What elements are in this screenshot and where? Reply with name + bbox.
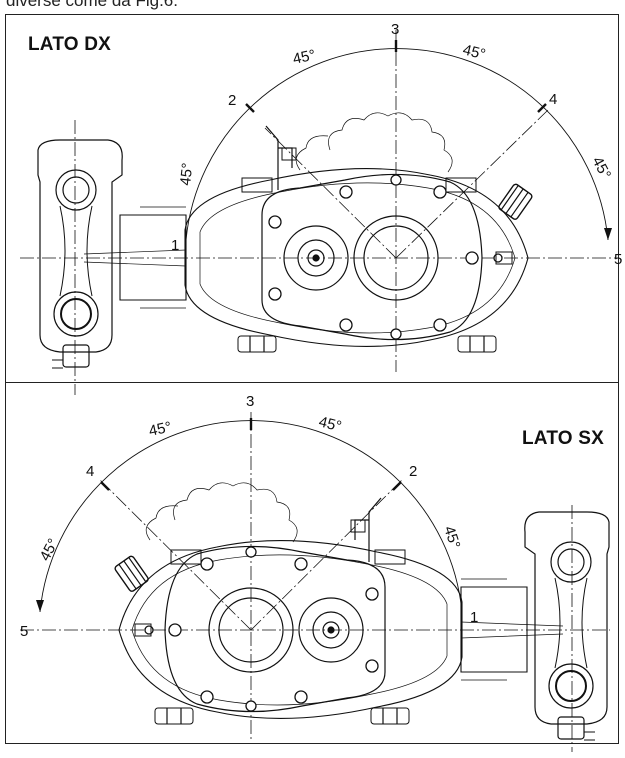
angle-label: 45° [317, 413, 343, 435]
bolt-group [268, 174, 503, 340]
gearbox-plate [164, 545, 386, 713]
position-2-label: 2 [409, 463, 417, 480]
manifold-head [37, 139, 123, 353]
panel-divider [5, 382, 619, 383]
panel-lato-sx [20, 412, 610, 752]
manifold-head [524, 511, 610, 725]
shaft-large-outer [208, 587, 294, 673]
panel-lato-dx [20, 30, 618, 395]
panel-label-lato-sx: LATO SX [522, 428, 604, 449]
position-1-label: 1 [470, 609, 478, 626]
position-5-label: 5 [614, 251, 622, 268]
angle-label: 45° [291, 47, 317, 68]
position-4-label: 4 [86, 463, 94, 480]
shaft-small-outer [283, 225, 349, 291]
figure-frame [5, 14, 619, 744]
caption-fragment: diverse come da Fig.6. [6, 0, 178, 10]
angle-label: 45° [440, 524, 463, 551]
angle-label: 45° [461, 41, 487, 63]
position-2-label: 2 [228, 92, 236, 109]
shaft-large-outer [353, 215, 439, 301]
position-1-label: 1 [171, 237, 179, 254]
shaft-small-outer [298, 597, 364, 663]
angle-label: 45° [177, 162, 196, 186]
bolt-group [144, 546, 379, 712]
panel-lato-sx-labels: 3 4 2 1 5 45° 45° 45° 45° [20, 393, 478, 640]
position-3-label: 3 [391, 21, 399, 38]
diagonal-line-2 [264, 127, 397, 259]
panel-lato-dx-labels: 3 2 4 1 5 45° 45° 45° 45° [171, 21, 622, 268]
gearbox-plate [261, 173, 483, 341]
angle-arc [185, 48, 609, 241]
angle-label: 45° [147, 419, 173, 440]
panel-label-lato-dx: LATO DX [28, 34, 112, 55]
position-5-label: 5 [20, 623, 28, 640]
position-3-label: 3 [246, 393, 254, 410]
angle-label: 45° [37, 536, 63, 564]
diagonal-line-4 [395, 109, 549, 259]
position-4-label: 4 [549, 91, 557, 108]
